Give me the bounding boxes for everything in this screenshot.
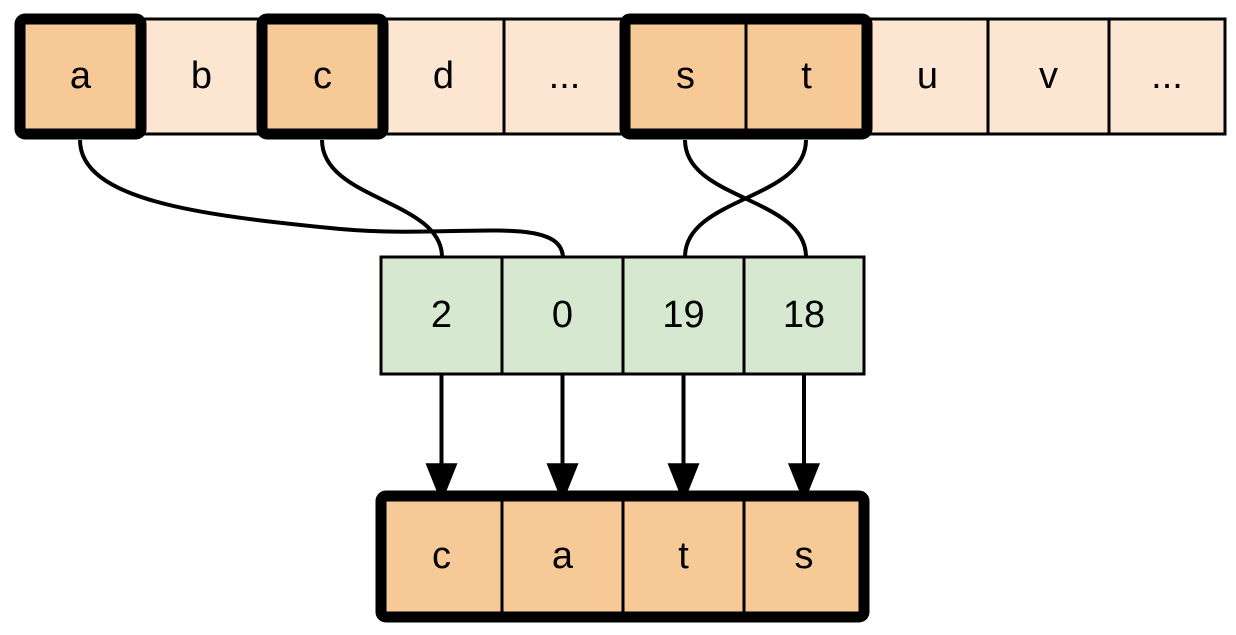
output-row-outline [375, 490, 870, 623]
output-cell-t[interactable]: t [621, 494, 746, 619]
alphabet-cell-v-label: v [1039, 55, 1058, 97]
output-cell-s[interactable]: s [742, 494, 866, 619]
highlight-outline-a [14, 13, 147, 140]
output-cell-c-label: c [432, 535, 451, 577]
index-cell-0-label: 0 [552, 294, 573, 336]
connector-a-to-0 [78, 139, 565, 258]
index-cell-19-label: 19 [662, 294, 704, 336]
down-arrows [425, 375, 820, 504]
connector-c-to-2 [320, 139, 444, 258]
alphabet-cell-t-label: t [801, 55, 812, 97]
alphabet-cell-ellipsis-2[interactable]: ... [1107, 17, 1227, 136]
alphabet-cell-s-label: s [676, 55, 695, 97]
alphabet-cell-d-label: d [433, 55, 454, 97]
index-cell-19[interactable]: 19 [621, 255, 746, 376]
output-cell-s-label: s [795, 535, 814, 577]
alphabet-cell-ellipsis-1[interactable]: ... [502, 17, 627, 136]
alphabet-cell-a[interactable]: a [18, 17, 143, 136]
output-cell-a[interactable]: a [500, 494, 625, 619]
highlight-outline-st [619, 13, 873, 140]
index-cell-18[interactable]: 18 [742, 255, 866, 376]
alphabet-cell-u-label: u [917, 55, 938, 97]
alphabet-cell-u[interactable]: u [865, 17, 990, 136]
alphabet-cell-c[interactable]: c [260, 17, 385, 136]
alphabet-cell-a-label: a [70, 55, 92, 97]
index-row: 2 0 19 18 [379, 255, 866, 376]
index-cell-2[interactable]: 2 [379, 255, 504, 376]
alphabet-cell-c-label: c [313, 55, 332, 97]
index-cell-18-label: 18 [783, 294, 825, 336]
output-cell-a-label: a [552, 535, 574, 577]
output-cell-c[interactable]: c [379, 494, 504, 619]
output-cell-t-label: t [678, 535, 689, 577]
alphabet-cell-t[interactable]: t [744, 17, 869, 136]
connector-curves [78, 139, 808, 258]
alphabet-cell-b[interactable]: b [139, 17, 264, 136]
highlight-outline-c [256, 13, 389, 140]
alphabet-cell-b-label: b [191, 55, 212, 97]
alphabet-row: a b c d ... [14, 13, 1227, 140]
index-cell-0[interactable]: 0 [500, 255, 625, 376]
alphabet-cell-ellipsis-1-label: ... [549, 55, 581, 97]
output-row: c a t s [375, 490, 870, 623]
alphabet-cell-ellipsis-2-label: ... [1151, 55, 1183, 97]
alphabet-cell-s[interactable]: s [623, 17, 748, 136]
connector-t-to-19 [683, 139, 808, 258]
alphabet-cell-v[interactable]: v [986, 17, 1111, 136]
alphabet-cell-d[interactable]: d [381, 17, 506, 136]
index-cell-2-label: 2 [431, 294, 452, 336]
